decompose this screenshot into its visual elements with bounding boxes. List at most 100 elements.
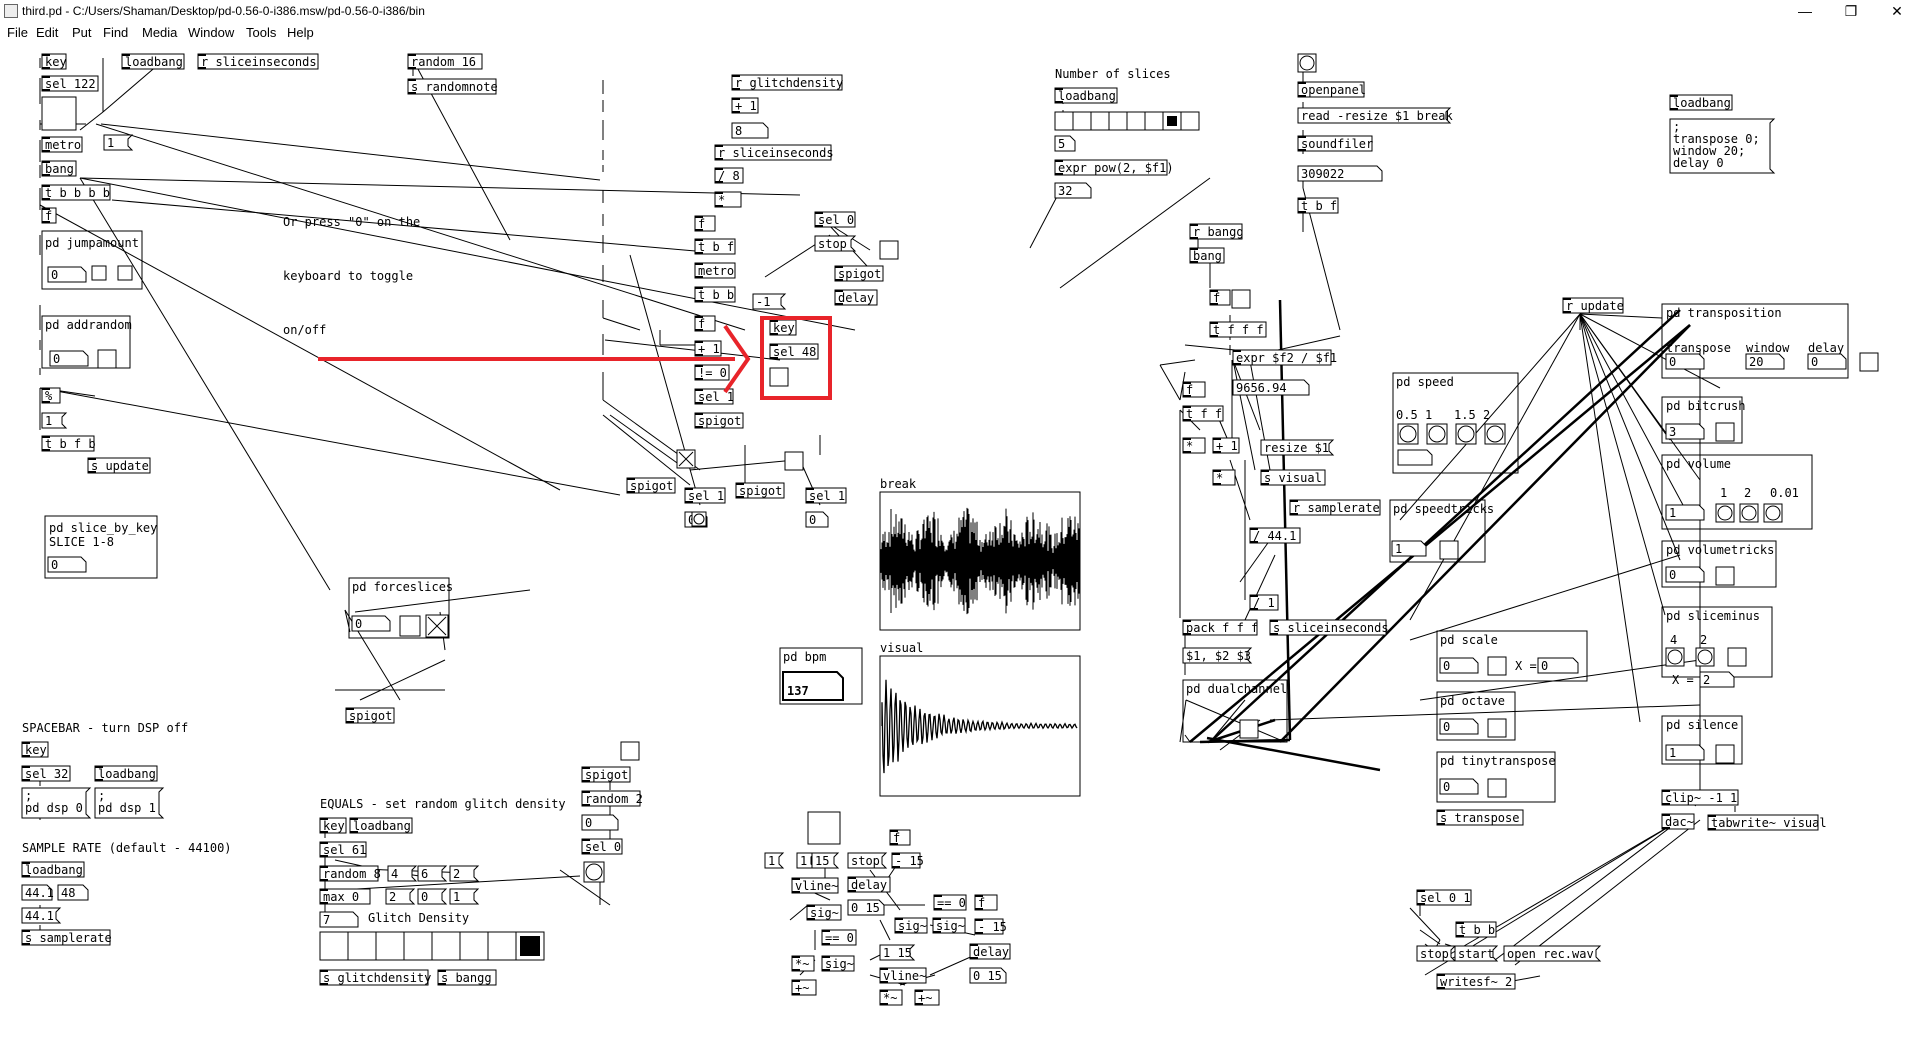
random-2-object[interactable]: random 2	[581, 790, 643, 807]
number-box[interactable]: 0	[805, 511, 829, 528]
float-object[interactable]: f	[694, 315, 716, 332]
transpose-window-delay-message[interactable]: ;transpose 0;window 20;delay 0	[1669, 118, 1776, 174]
number-box[interactable]: 0	[49, 350, 89, 367]
number-box-44-1[interactable]: 44.1	[21, 884, 54, 901]
sel-122-object[interactable]: sel 122	[41, 75, 99, 92]
sel-0-object[interactable]: sel 0	[814, 211, 856, 228]
bang-square[interactable]	[1715, 422, 1735, 442]
number-box[interactable]: 0	[351, 615, 391, 632]
sig-object[interactable]: sig~	[806, 904, 842, 921]
number-box[interactable]: 0	[1665, 566, 1705, 583]
sequence-message[interactable]: $1, $2 $3	[1182, 647, 1253, 664]
read-resize-message[interactable]: read -resize $1 break	[1297, 107, 1453, 124]
number-box[interactable]: 0	[1439, 657, 1479, 674]
equals-0-object[interactable]: == 0	[821, 929, 857, 946]
minus-15-object[interactable]: - 15	[891, 852, 924, 869]
multiply-object[interactable]: *	[1212, 469, 1236, 486]
minimize-button[interactable]: —	[1798, 3, 1812, 19]
metro-object[interactable]: metro	[41, 136, 83, 153]
number-box[interactable]: 0	[47, 556, 87, 573]
number-box[interactable]: 0	[1537, 657, 1579, 674]
bang-button[interactable]	[1665, 647, 1685, 667]
plus-1-object[interactable]: + 1	[694, 340, 722, 357]
receive-update-object[interactable]: r update	[1562, 297, 1624, 314]
multiply-object[interactable]: *	[1182, 437, 1206, 454]
send-samplerate-object[interactable]: s samplerate	[21, 929, 112, 946]
key-object[interactable]: key	[769, 319, 797, 336]
resize-message[interactable]: resize $1	[1260, 439, 1335, 456]
send-glitchdensity-object[interactable]: s glitchdensity	[319, 969, 431, 986]
number-box-5[interactable]: 5	[1054, 135, 1076, 152]
bang-square[interactable]	[1715, 566, 1735, 586]
minus-15-object[interactable]: - 15	[974, 918, 1007, 935]
bang-button-volume[interactable]	[1739, 503, 1759, 523]
radio-number-of-slices[interactable]	[1054, 111, 1200, 131]
message-1[interactable]: 1	[41, 412, 68, 429]
send-visual-object[interactable]: s visual	[1260, 469, 1326, 486]
number-box-window[interactable]: 20	[1745, 353, 1785, 370]
loadbang-object[interactable]: loadbang	[1669, 94, 1733, 111]
max-0-object[interactable]: max 0	[319, 888, 371, 905]
stop-message[interactable]: stop	[1416, 945, 1457, 962]
send-transpose-object[interactable]: s transpose	[1436, 809, 1524, 826]
number-box[interactable]: 1	[1665, 744, 1705, 761]
writesf-object[interactable]: writesf~ 2	[1436, 973, 1516, 990]
number-box-3[interactable]: 3	[1665, 423, 1705, 440]
bang-button-speed[interactable]	[1484, 423, 1506, 445]
dac-object[interactable]: dac~	[1661, 813, 1695, 830]
number-box[interactable]: 1	[1391, 540, 1427, 557]
menu-edit[interactable]: Edit	[36, 25, 59, 40]
clip-object[interactable]: clip~ -1 1	[1661, 789, 1739, 806]
div-1-object[interactable]: / 1	[1249, 594, 1279, 611]
vline-object[interactable]: vline~	[879, 967, 927, 984]
bang-square[interactable]	[1439, 540, 1459, 560]
message-0[interactable]: 0	[417, 888, 448, 905]
spigot-object[interactable]: spigot	[834, 265, 884, 282]
number-box-7[interactable]: 7	[319, 911, 359, 928]
float-object[interactable]: f	[974, 894, 998, 911]
trigger-bf-object[interactable]: t b f	[694, 238, 736, 255]
number-box[interactable]: 0	[1439, 778, 1479, 795]
open-rec-message[interactable]: open rec.wav	[1503, 945, 1602, 962]
bang-square[interactable]	[97, 349, 117, 369]
key-object[interactable]: key	[319, 817, 347, 834]
float-object[interactable]: f	[694, 215, 716, 232]
multiply-signal-object[interactable]: *~	[879, 989, 903, 1006]
bang-button[interactable]	[1695, 647, 1715, 667]
modulo-object[interactable]: %	[41, 387, 61, 404]
number-box[interactable]	[1397, 449, 1433, 466]
bang-button-speed[interactable]	[1455, 423, 1477, 445]
plus-signal-object[interactable]: +~	[791, 979, 817, 996]
message-neg1[interactable]: -1	[752, 293, 787, 310]
bang-square[interactable]	[399, 615, 421, 637]
bang-object[interactable]: bang	[41, 160, 77, 177]
vline-object[interactable]: vline~	[791, 877, 839, 894]
send-sliceinseconds-object[interactable]: s sliceinseconds	[1269, 619, 1389, 636]
bang-square[interactable]	[1231, 289, 1251, 309]
trigger-fff-object[interactable]: t f f f	[1209, 321, 1267, 338]
sel-0-1-object[interactable]: sel 0 1	[1416, 889, 1472, 906]
sig-object[interactable]: sig~	[821, 955, 855, 972]
number-box[interactable]: 0 15	[969, 967, 1007, 984]
number-box-delay[interactable]: 0	[1807, 353, 1847, 370]
message-2[interactable]: 2	[449, 865, 480, 882]
receive-samplerate-object[interactable]: r samplerate	[1289, 499, 1381, 516]
stop-message[interactable]: stop	[814, 235, 857, 252]
trigger-bb-object[interactable]: t b b	[1455, 921, 1497, 938]
bang-object[interactable]: bang	[1189, 247, 1225, 264]
close-button[interactable]: ✕	[1891, 3, 1903, 19]
message-1[interactable]: 1	[103, 134, 134, 151]
number-box[interactable]: 0	[1439, 718, 1479, 735]
trigger-bb-object[interactable]: t b b	[694, 286, 736, 303]
number-box-309022[interactable]: 309022	[1297, 165, 1383, 182]
bang-square[interactable]	[1239, 719, 1259, 739]
dsp-off-message[interactable]: ;pd dsp 0	[21, 787, 92, 819]
delay-object[interactable]: delay	[847, 876, 891, 893]
plus-1-object[interactable]: + 1	[731, 97, 759, 114]
bang-button[interactable]	[691, 511, 707, 527]
sig-object[interactable]: sig~	[932, 917, 966, 934]
bpm-number-box[interactable]: 137	[782, 671, 844, 701]
expr-pow-object[interactable]: expr pow(2, $f1)	[1054, 159, 1174, 176]
number-box[interactable]: 0	[581, 814, 619, 831]
